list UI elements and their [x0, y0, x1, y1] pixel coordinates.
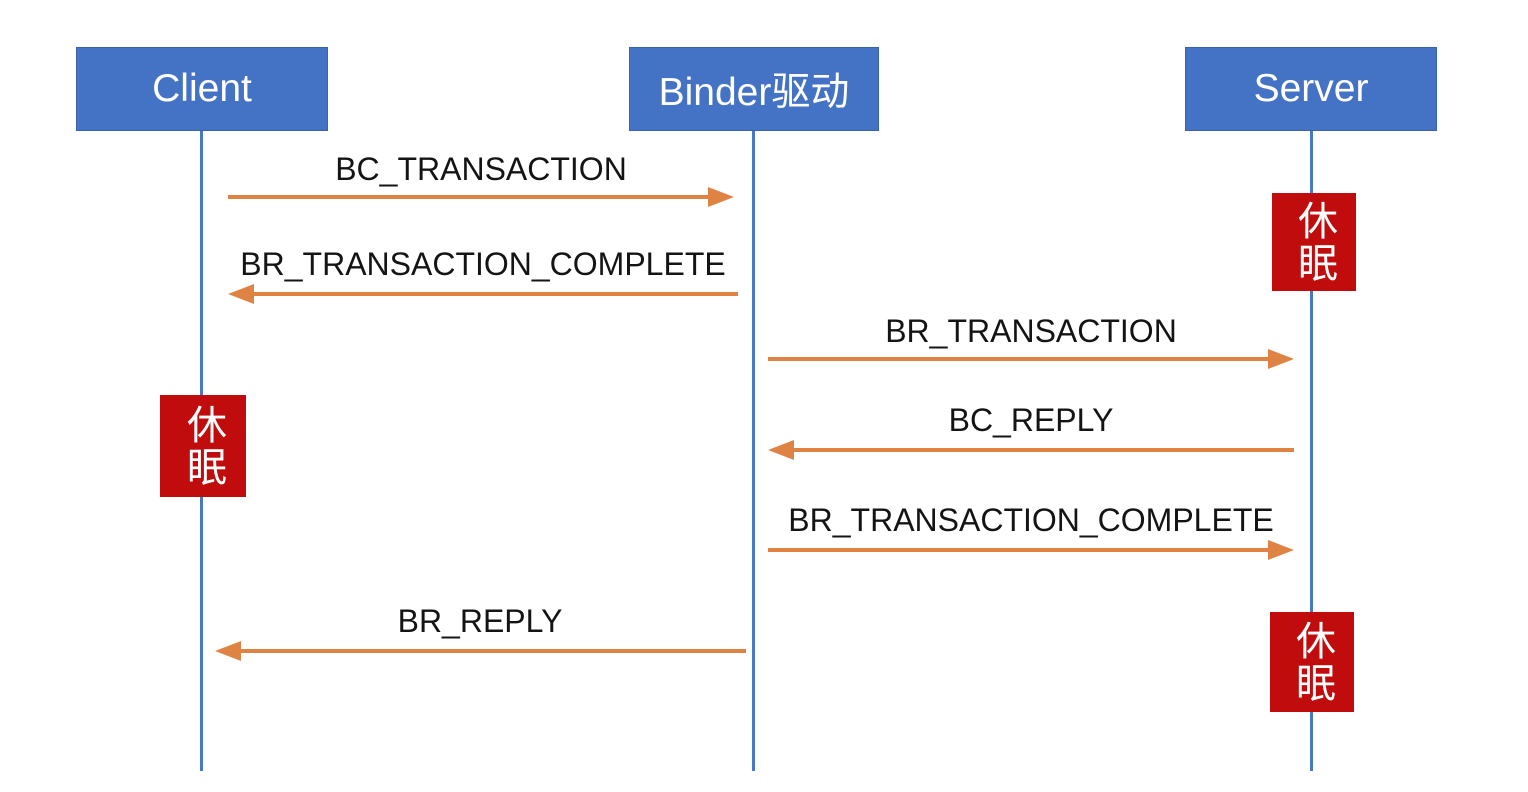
- sleep-marker-server-top: 休眠: [1272, 193, 1356, 291]
- actor-binder-driver: Binder驱动: [629, 47, 879, 131]
- arrowhead-left-icon: [215, 641, 241, 661]
- actor-server-label: Server: [1253, 67, 1369, 110]
- arrowhead-left-icon: [768, 440, 794, 460]
- message-arrow-br-reply: [215, 641, 746, 661]
- message-label-br-reply: BR_REPLY: [397, 603, 563, 639]
- arrowhead-right-icon: [708, 187, 734, 207]
- message-label-bc-transaction: BC_TRANSACTION: [335, 151, 627, 187]
- message-label-br-transaction-complete-2: BR_TRANSACTION_COMPLETE: [788, 502, 1274, 538]
- arrow-line: [768, 548, 1274, 552]
- arrow-line: [235, 649, 746, 653]
- actor-server: Server: [1185, 47, 1437, 131]
- arrowhead-right-icon: [1268, 349, 1294, 369]
- message-label-bc-reply: BC_REPLY: [948, 402, 1114, 438]
- message-arrow-bc-reply: [768, 440, 1294, 460]
- message-label-br-transaction: BR_TRANSACTION: [885, 313, 1177, 349]
- arrowhead-right-icon: [1268, 540, 1294, 560]
- message-arrow-br-transaction-complete-2: [768, 540, 1294, 560]
- binder-driver-lifeline: [752, 131, 755, 771]
- actor-binder-driver-label: Binder驱动: [658, 71, 850, 114]
- server-lifeline: [1310, 131, 1313, 771]
- message-label-br-transaction-complete-1: BR_TRANSACTION_COMPLETE: [240, 246, 726, 282]
- arrow-line: [228, 195, 714, 199]
- message-arrow-br-transaction: [768, 349, 1294, 369]
- arrow-line: [788, 448, 1294, 452]
- arrow-line: [768, 357, 1274, 361]
- sleep-marker-client: 休眠: [160, 395, 246, 497]
- actor-client-label: Client: [152, 67, 252, 110]
- arrow-line: [248, 292, 738, 296]
- message-arrow-bc-transaction: [228, 187, 734, 207]
- arrowhead-left-icon: [228, 284, 254, 304]
- sleep-marker-server-bottom: 休眠: [1270, 612, 1354, 712]
- message-arrow-br-transaction-complete-1: [228, 284, 738, 304]
- actor-client: Client: [76, 47, 328, 131]
